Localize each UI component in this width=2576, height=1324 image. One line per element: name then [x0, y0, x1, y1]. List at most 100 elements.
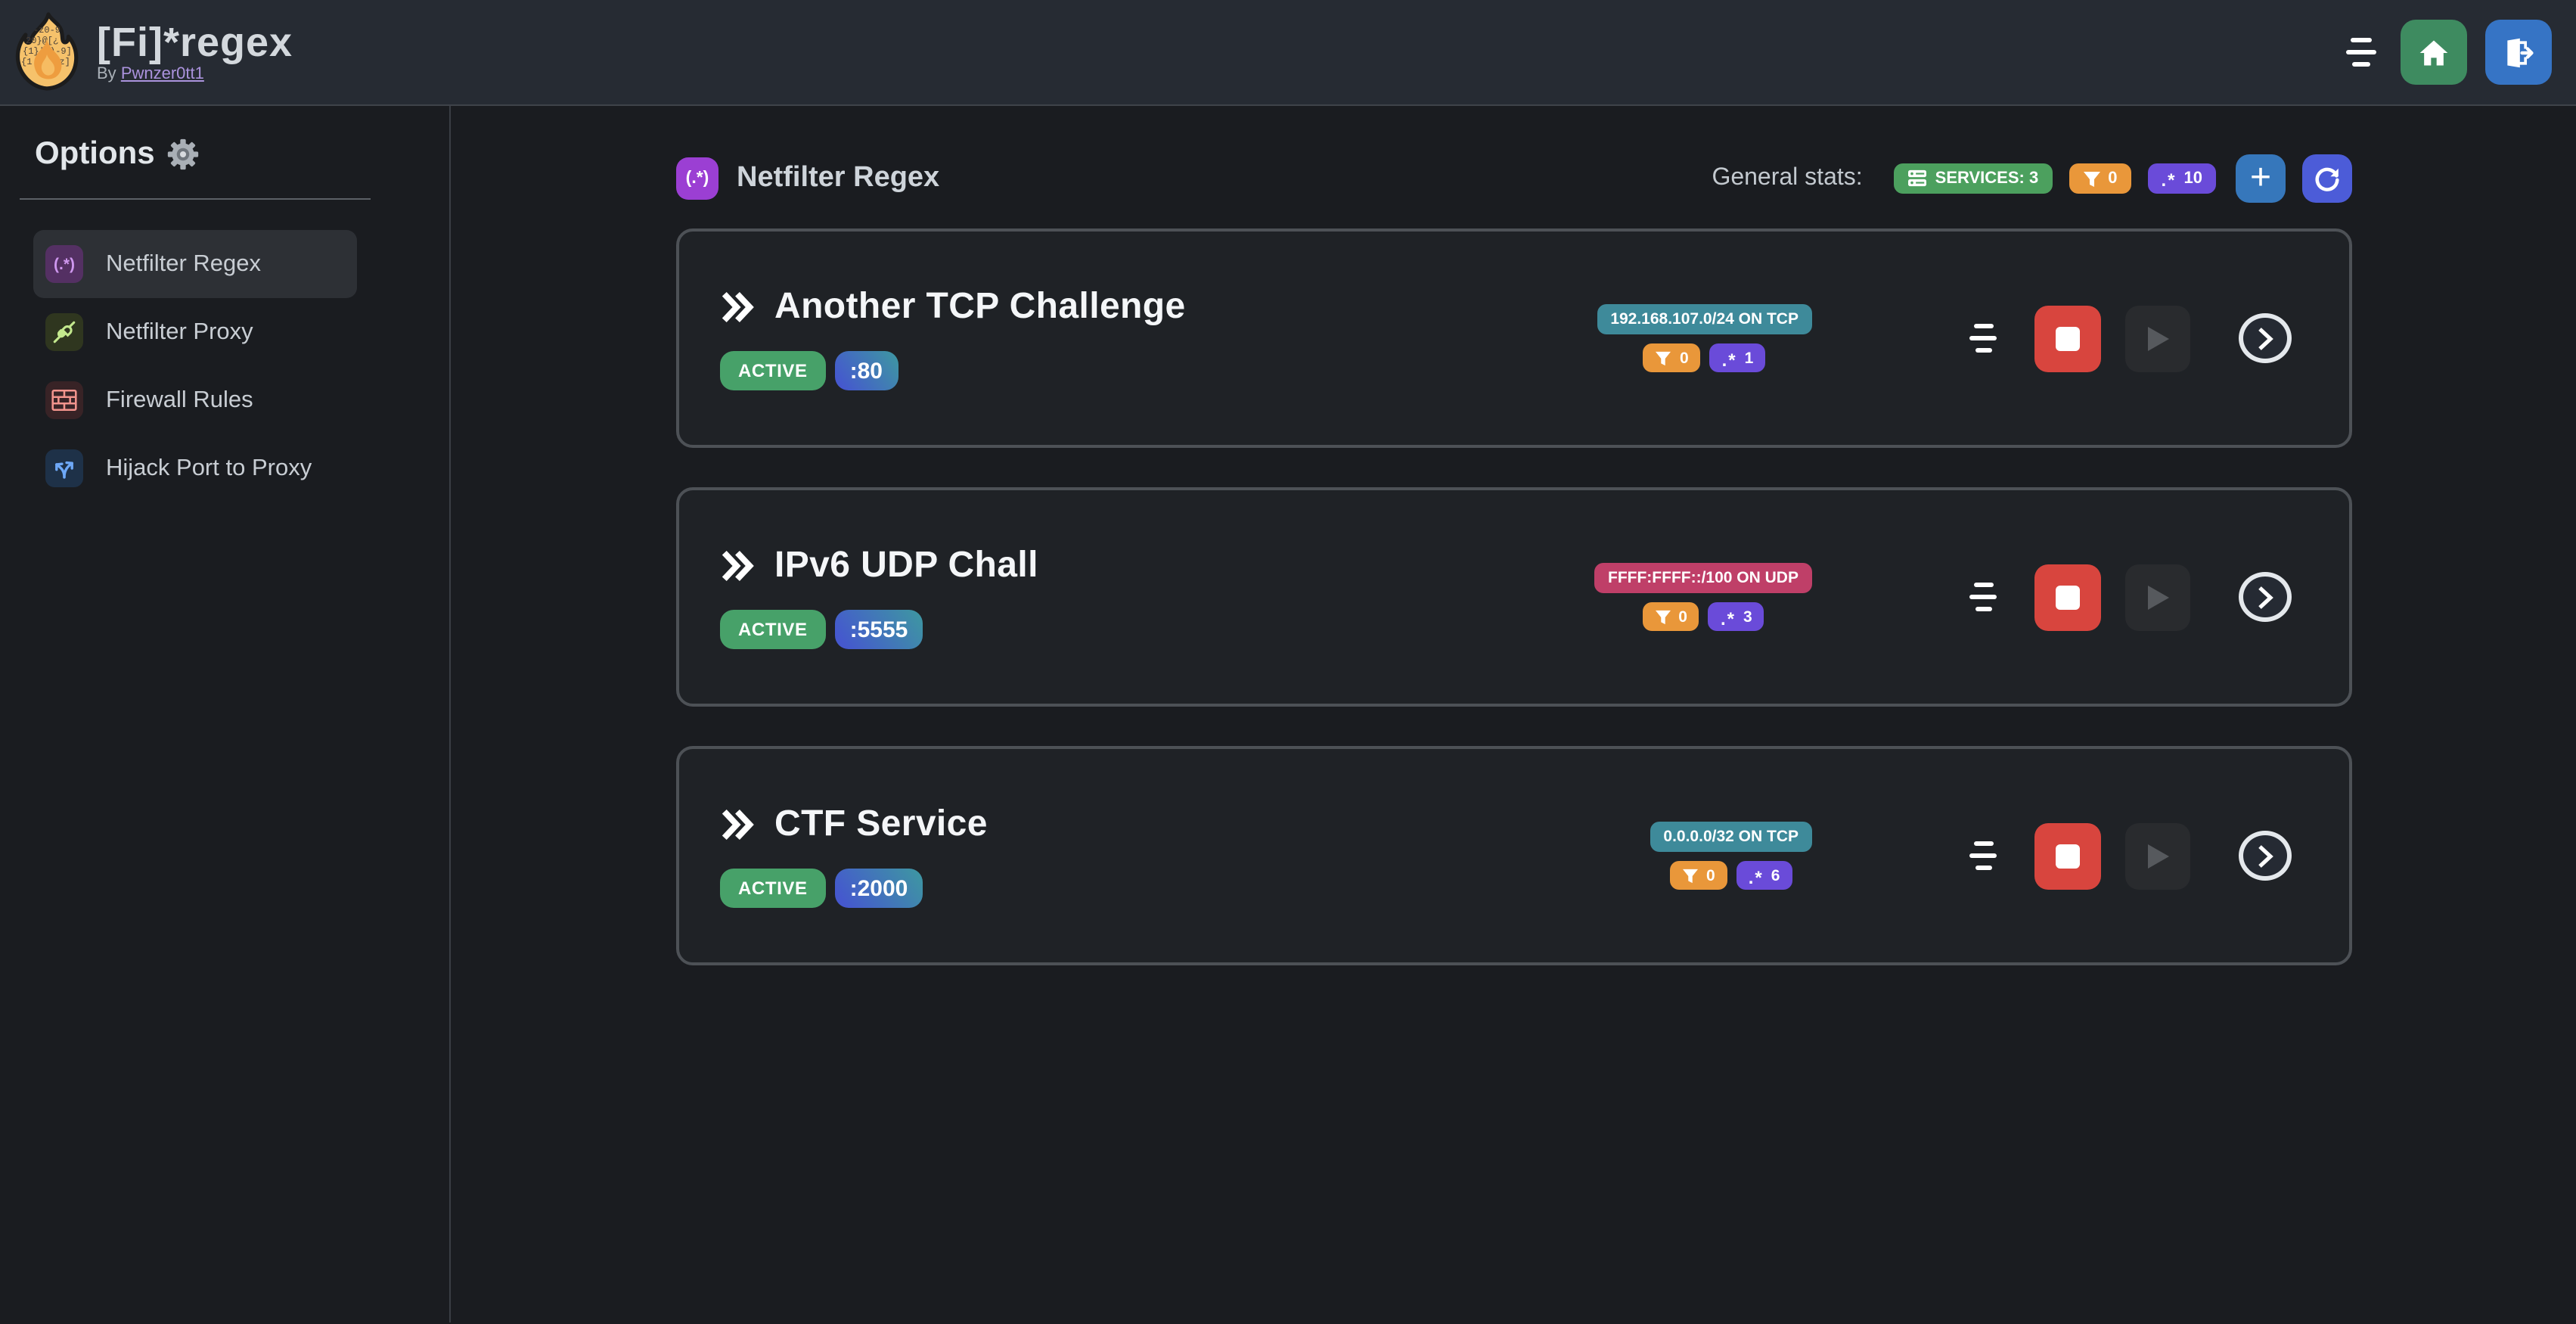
filters-count-badge: 0 [1670, 861, 1727, 890]
funnel-icon [1656, 350, 1671, 365]
refresh-button[interactable] [2302, 154, 2352, 203]
service-title: Another TCP Challenge [774, 286, 1186, 327]
sidebar-item-label: Firewall Rules [106, 387, 253, 412]
filters-count-value: 0 [1678, 608, 1687, 626]
service-list: Another TCP Challenge ACTIVE :80 192.168… [676, 228, 2352, 965]
stop-icon [2056, 585, 2080, 609]
service-menu-icon[interactable] [1963, 577, 2003, 617]
service-card-left: IPv6 UDP Chall ACTIVE :5555 [720, 545, 1038, 649]
filters-count-value: 0 [1679, 349, 1689, 367]
count-badges: 0 .* 1 [1643, 343, 1766, 372]
port-badge: :2000 [834, 869, 923, 908]
regexes-count-value: 1 [1744, 349, 1754, 367]
author-link[interactable]: Pwnzer0tt1 [120, 65, 204, 84]
open-service-button[interactable] [2239, 572, 2292, 622]
split-arrows-icon [45, 449, 83, 487]
services-count-badge: SERVICES: 3 [1894, 163, 2053, 194]
double-chevron-icon [722, 550, 754, 582]
topbar-actions [2340, 20, 2552, 85]
sidebar-item-netfilter-proxy[interactable]: Netfilter Proxy [33, 298, 357, 366]
chevron-right-icon [2258, 586, 2273, 608]
play-icon [2148, 585, 2169, 609]
stop-icon [2056, 326, 2080, 350]
open-service-button[interactable] [2239, 313, 2292, 363]
sidebar-divider [20, 198, 371, 200]
flame-logo-icon: -z0-9 20}@[¿ {1}|·)-9] {1 ʾ·z] [15, 12, 79, 91]
stop-button[interactable] [2034, 822, 2101, 889]
service-card-left: CTF Service ACTIVE :2000 [720, 803, 988, 908]
stats-label: General stats: [1712, 165, 1863, 191]
cidr-badge: FFFF:FFFF::/100 ON UDP [1594, 563, 1812, 593]
home-icon [2419, 39, 2448, 65]
service-title-row: CTF Service [720, 803, 988, 846]
menu-icon[interactable] [2340, 32, 2382, 73]
status-badge: ACTIVE [720, 610, 826, 649]
service-title: CTF Service [774, 803, 988, 844]
services-count-label: SERVICES: 3 [1935, 169, 2039, 188]
refresh-icon [2315, 166, 2339, 191]
count-badges: 0 .* 3 [1642, 602, 1764, 631]
sidebar-item-label: Hijack Port to Proxy [106, 455, 312, 480]
byline-prefix: By [97, 65, 116, 84]
filters-count-badge: 0 [1642, 602, 1699, 631]
service-card-right: 192.168.107.0/24 ON TCP 0 .* [1597, 304, 2292, 372]
regex-dotstar-icon: .* [1721, 349, 1737, 370]
open-service-button[interactable] [2239, 831, 2292, 881]
regexes-count-value: 6 [1771, 866, 1780, 884]
home-button[interactable] [2401, 20, 2467, 85]
sidebar-item-firewall-rules[interactable]: Firewall Rules [33, 366, 357, 434]
service-card: CTF Service ACTIVE :2000 0.0.0.0/32 ON T… [676, 746, 2352, 965]
main-content: (.*) Netfilter Regex General stats: [451, 106, 2576, 1322]
funnel-icon [2083, 171, 2100, 186]
sidebar: Options (.*) Netfilter [0, 106, 451, 1322]
app-title: [Fi]*regex [97, 19, 293, 65]
svg-text:20}@[¿: 20}@[¿ [26, 36, 58, 46]
main-header-left: (.*) Netfilter Regex [676, 157, 939, 200]
service-card-right: FFFF:FFFF::/100 ON UDP 0 .* [1594, 563, 2292, 631]
regexes-count-value: 10 [2183, 169, 2203, 188]
service-card: Another TCP Challenge ACTIVE :80 192.168… [676, 228, 2352, 448]
regexes-count-badge: .* 10 [2147, 163, 2216, 194]
regexes-count-badge: .* 1 [1709, 343, 1766, 372]
layout: Options (.*) Netfilter [0, 106, 2576, 1322]
port-badge: :80 [834, 351, 898, 390]
topbar: -z0-9 20}@[¿ {1}|·)-9] {1 ʾ·z] [Fi]*rege… [0, 0, 2576, 106]
sidebar-header: Options [20, 136, 449, 172]
service-card: IPv6 UDP Chall ACTIVE :5555 FFFF:FFFF::/… [676, 487, 2352, 707]
sidebar-item-label: Netfilter Regex [106, 250, 262, 276]
gear-icon [168, 138, 199, 170]
stop-button[interactable] [2034, 305, 2101, 371]
service-menu-icon[interactable] [1963, 318, 2003, 359]
logout-button[interactable] [2485, 20, 2552, 85]
byline: By Pwnzer0tt1 [97, 65, 293, 83]
service-badges: ACTIVE :80 [720, 351, 1186, 390]
service-title-row: IPv6 UDP Chall [720, 545, 1038, 587]
regex-dotstar-icon: .* [1720, 608, 1736, 629]
play-button[interactable] [2125, 822, 2190, 889]
stop-button[interactable] [2034, 564, 2101, 630]
service-menu-icon[interactable] [1963, 835, 2003, 876]
service-title: IPv6 UDP Chall [774, 545, 1038, 586]
sidebar-nav: (.*) Netfilter Regex [20, 230, 449, 502]
plug-icon [45, 313, 83, 351]
logout-icon [2507, 37, 2534, 67]
network-stats: FFFF:FFFF::/100 ON UDP 0 .* [1594, 563, 1812, 631]
play-icon [2148, 326, 2169, 350]
sidebar-header-label: Options [35, 136, 155, 171]
play-button[interactable] [2125, 305, 2190, 371]
brand-text: [Fi]*regex By Pwnzer0tt1 [97, 19, 293, 83]
add-service-button[interactable]: + [2236, 154, 2286, 203]
regexes-count-value: 3 [1743, 608, 1752, 626]
page-title: Netfilter Regex [737, 162, 940, 194]
regex-dotstar-icon: .* [1748, 866, 1764, 887]
cidr-badge: 192.168.107.0/24 ON TCP [1597, 304, 1812, 334]
sidebar-item-netfilter-regex[interactable]: (.*) Netfilter Regex [33, 230, 357, 298]
stop-icon [2056, 844, 2080, 868]
regex-icon: (.*) [676, 157, 718, 200]
play-button[interactable] [2125, 564, 2190, 630]
port-badge: :5555 [834, 610, 923, 649]
regexes-count-badge: .* 6 [1736, 861, 1792, 890]
double-chevron-icon [722, 809, 754, 841]
sidebar-item-hijack-port[interactable]: Hijack Port to Proxy [33, 434, 357, 502]
